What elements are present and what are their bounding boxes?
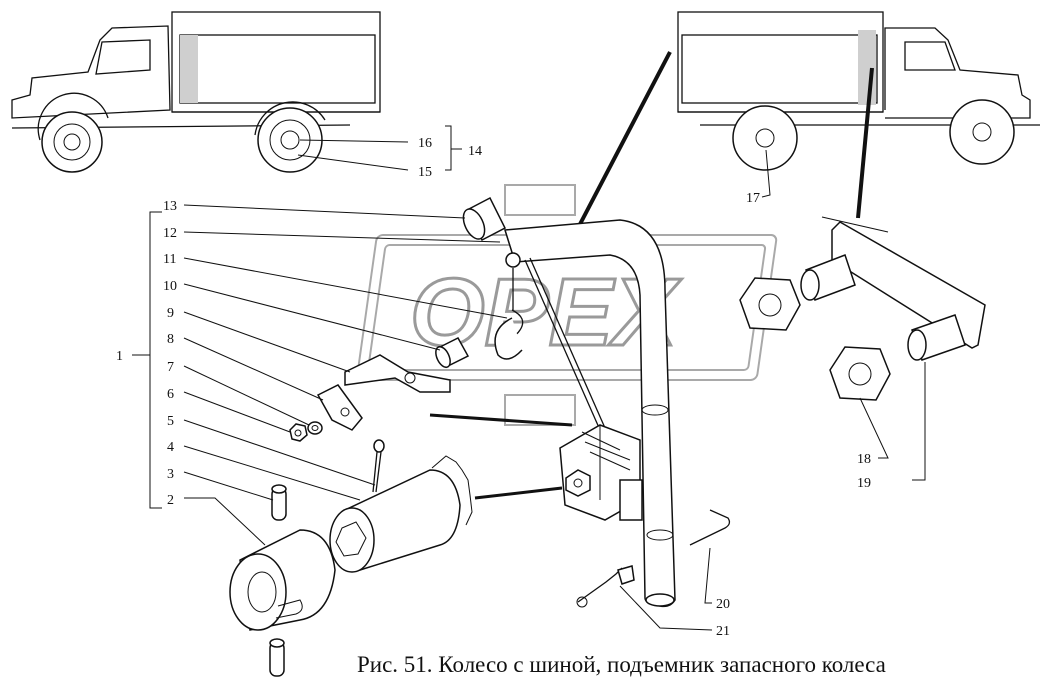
truck-right-illustration (677, 11, 1040, 171)
rear-wheel-right (732, 105, 798, 171)
nut-upper (739, 277, 801, 331)
label-17: 17 (746, 191, 760, 206)
winch-mechanism (559, 424, 643, 521)
leader-lines (132, 125, 926, 631)
label-18: 18 (857, 452, 871, 467)
stud-upper (800, 254, 856, 301)
label-15: 15 (418, 165, 432, 180)
label-1: 1 (116, 349, 123, 364)
stud-lower (907, 314, 966, 361)
coupling-2 (229, 529, 336, 631)
label-9: 9 (167, 306, 174, 321)
safety-chain-21 (576, 565, 635, 608)
position-labels: 1 2 3 4 5 6 7 8 9 10 11 12 13 14 15 16 1… (116, 136, 871, 639)
label-7: 7 (167, 360, 174, 375)
label-21: 21 (716, 624, 730, 639)
plate-8 (316, 384, 363, 431)
label-20: 20 (716, 597, 730, 612)
figure-caption: Рис. 51. Колесо с шиной, подъемник запас… (357, 652, 886, 677)
lifter-pipe (504, 219, 676, 608)
front-wheel-left (41, 111, 103, 173)
wheel-studs-bracket (739, 216, 986, 401)
label-11: 11 (163, 252, 176, 267)
label-12: 12 (163, 226, 177, 241)
label-5: 5 (167, 414, 174, 429)
bolt-10 (435, 337, 470, 369)
washer-7 (307, 421, 323, 435)
label-4: 4 (167, 440, 174, 455)
label-2: 2 (167, 493, 174, 508)
pin-loose (269, 638, 285, 677)
chain-hook-11 (494, 252, 524, 360)
label-16: 16 (418, 136, 432, 151)
label-8: 8 (167, 332, 174, 347)
nut-lower (829, 346, 891, 401)
label-10: 10 (163, 279, 177, 294)
front-wheel-right (949, 99, 1015, 165)
socket-4 (329, 455, 473, 573)
label-13: 13 (163, 199, 177, 214)
label-14: 14 (468, 144, 482, 159)
truck-left-illustration (11, 11, 381, 173)
label-3: 3 (167, 467, 174, 482)
label-19: 19 (857, 476, 871, 491)
bushing-13 (462, 196, 507, 242)
assembly-callout-lines (429, 51, 874, 500)
pin-3 (271, 484, 287, 521)
rod-cable (524, 257, 606, 431)
bracket-9 (344, 354, 451, 393)
cotter-pin-5 (372, 439, 385, 493)
nut-6 (289, 423, 308, 442)
handle-20 (689, 509, 731, 546)
label-6: 6 (167, 387, 174, 402)
